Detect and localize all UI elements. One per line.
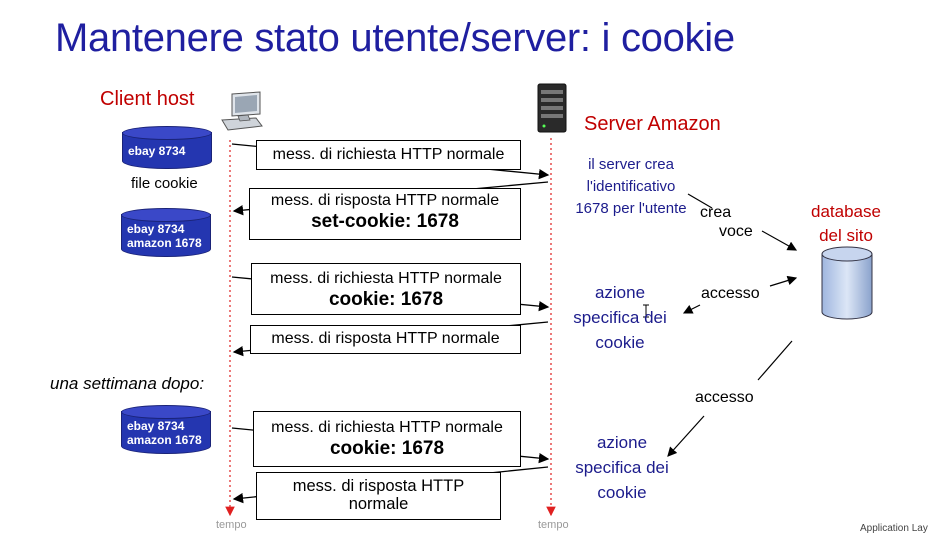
cookie-db-3-line2: amazon 1678 xyxy=(127,433,202,447)
message-request-1-text: mess. di richiesta HTTP normale xyxy=(272,146,505,163)
message-response-2-text: mess. di risposta HTTP normale xyxy=(271,330,500,347)
cookie-db-2: ebay 8734 amazon 1678 xyxy=(121,208,211,257)
computer-icon xyxy=(221,91,263,131)
cookie-action-1-line1: azione xyxy=(594,283,646,302)
arrow-crea-2 xyxy=(761,230,798,251)
server-creates-id-line2: l'identificativo xyxy=(586,178,676,195)
arrow-crea-1 xyxy=(687,193,713,209)
cookie-action-2-line1: azione xyxy=(596,433,648,452)
message-response-3-line2: normale xyxy=(348,495,409,513)
text-cursor-icon xyxy=(643,304,649,318)
server-time-label: tempo xyxy=(538,519,569,531)
page-title: Mantenere stato utente/server: i cookie xyxy=(55,16,735,60)
arrow-accesso-2a xyxy=(757,340,793,381)
message-request-2-line1: mess. di richiesta HTTP normale xyxy=(270,270,502,287)
arrow-accesso-2b xyxy=(667,415,705,457)
message-response-1: mess. di risposta HTTP normale set-cooki… xyxy=(249,188,521,240)
message-request-2: mess. di richiesta HTTP normale cookie: … xyxy=(251,263,521,315)
cookie-db-2-line2: amazon 1678 xyxy=(127,236,202,250)
server-amazon-label: Server Amazon xyxy=(584,113,721,135)
voce-label: voce xyxy=(719,223,753,240)
message-request-1: mess. di richiesta HTTP normale xyxy=(256,140,521,170)
site-database-icon xyxy=(821,246,873,320)
server-icon xyxy=(537,83,567,133)
cookie-db-3-line1: ebay 8734 xyxy=(127,419,185,433)
cookie-action-1-line3: cookie xyxy=(595,333,645,352)
cookie-db-3: ebay 8734 amazon 1678 xyxy=(121,405,211,454)
message-request-3: mess. di richiesta HTTP normale cookie: … xyxy=(253,411,521,467)
server-creates-id-line1: il server crea xyxy=(588,156,674,173)
server-creates-id-line3: 1678 per l'utente xyxy=(575,200,687,217)
message-request-3-line1: mess. di richiesta HTTP normale xyxy=(271,419,503,436)
client-time-label: tempo xyxy=(216,519,247,531)
client-host-label: Client host xyxy=(100,88,195,110)
cookie-db-1-label: ebay 8734 xyxy=(128,144,186,158)
arrow-accesso-1b xyxy=(769,275,798,287)
file-cookie-label: file cookie xyxy=(131,175,198,192)
crea-label: crea xyxy=(700,204,732,221)
message-request-3-line2: cookie: 1678 xyxy=(329,438,445,459)
site-database-label-line1: database xyxy=(811,202,881,221)
cookie-action-2-line2: specifica dei xyxy=(575,458,669,477)
message-response-3-line1: mess. di risposta HTTP xyxy=(292,477,465,495)
accesso-label-2: accesso xyxy=(695,389,754,406)
site-database-label-line2: del sito xyxy=(819,226,873,245)
cookie-action-note-1: azione specifica dei cookie xyxy=(560,280,680,355)
cookie-action-1-line2: specifica dei xyxy=(573,308,667,327)
message-response-1-line2: set-cookie: 1678 xyxy=(311,211,459,232)
one-week-later-label: una settimana dopo: xyxy=(50,374,205,393)
cookie-action-note-2: azione specifica dei cookie xyxy=(562,430,682,505)
message-response-2: mess. di risposta HTTP normale xyxy=(250,325,521,354)
accesso-label-1: accesso xyxy=(701,285,760,302)
message-response-3: mess. di risposta HTTP normale xyxy=(256,472,501,520)
server-creates-id-note: il server crea l'identificativo 1678 per… xyxy=(556,154,706,220)
cookie-db-1: ebay 8734 xyxy=(122,126,212,169)
message-response-1-line1: mess. di risposta HTTP normale xyxy=(270,192,500,209)
site-database-label: database del sito xyxy=(800,200,892,248)
cookie-action-2-line3: cookie xyxy=(597,483,647,502)
arrow-accesso-1a xyxy=(682,304,701,314)
footer-text: Application Lay xyxy=(860,523,928,534)
message-request-2-line2: cookie: 1678 xyxy=(328,289,444,310)
cookie-db-2-line1: ebay 8734 xyxy=(127,222,185,236)
